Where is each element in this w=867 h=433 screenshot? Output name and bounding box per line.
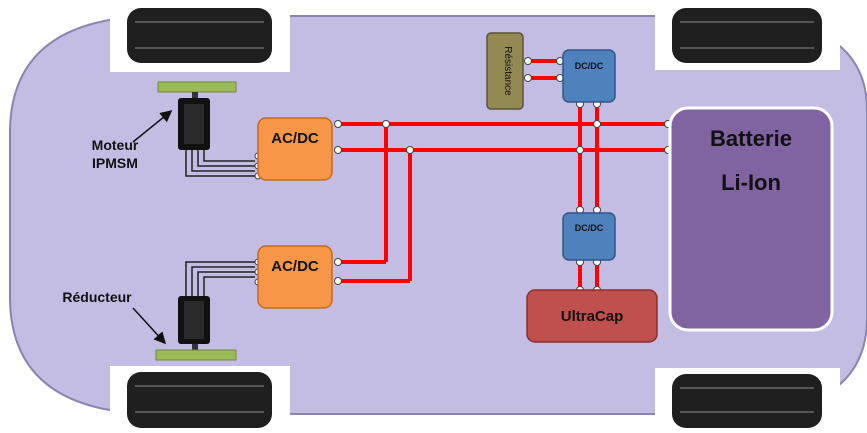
three-phase-cable-top	[185, 150, 255, 177]
arrow-motor	[132, 110, 173, 143]
wheel-front-left	[127, 8, 272, 63]
acdc-top-label: AC/DC	[271, 130, 319, 147]
dcdc-top-label: DC/DC	[575, 61, 604, 71]
motor-plate-bottom	[155, 349, 237, 361]
acdc-converter-bottom: AC/DC	[257, 245, 333, 309]
motor-top	[157, 81, 237, 150]
reducer-label: Réducteur	[62, 289, 132, 305]
arrow-reducer	[132, 307, 167, 345]
three-phase-cable-bottom	[185, 261, 255, 296]
battery-label-line1: Batterie	[710, 126, 792, 151]
motor-bottom	[155, 296, 237, 361]
resistance-label: Résistance	[502, 46, 513, 96]
wheel-front-right	[672, 8, 822, 63]
battery-block: Batterie Li-Ion	[668, 106, 834, 332]
motor-label-line1: Moteur	[92, 137, 139, 153]
dcdc-converter-bottom: DC/DC	[562, 212, 616, 261]
dcdc-bottom-label: DC/DC	[575, 223, 604, 233]
motor-label-line2: IPMSM	[92, 155, 138, 171]
ultracap-label: UltraCap	[561, 308, 624, 325]
acdc-bottom-label: AC/DC	[271, 258, 319, 275]
acdc-converter-top: AC/DC	[257, 117, 333, 181]
battery-label-line2: Li-Ion	[721, 170, 781, 195]
wheel-rear-left	[127, 372, 272, 428]
dcdc-converter-top: DC/DC	[562, 49, 616, 103]
resistance-block: Résistance	[486, 32, 524, 110]
motor-plate-top	[157, 81, 237, 93]
wheel-rear-right	[672, 374, 822, 428]
ultracap-block: UltraCap	[526, 289, 658, 343]
power-bus	[338, 59, 668, 290]
